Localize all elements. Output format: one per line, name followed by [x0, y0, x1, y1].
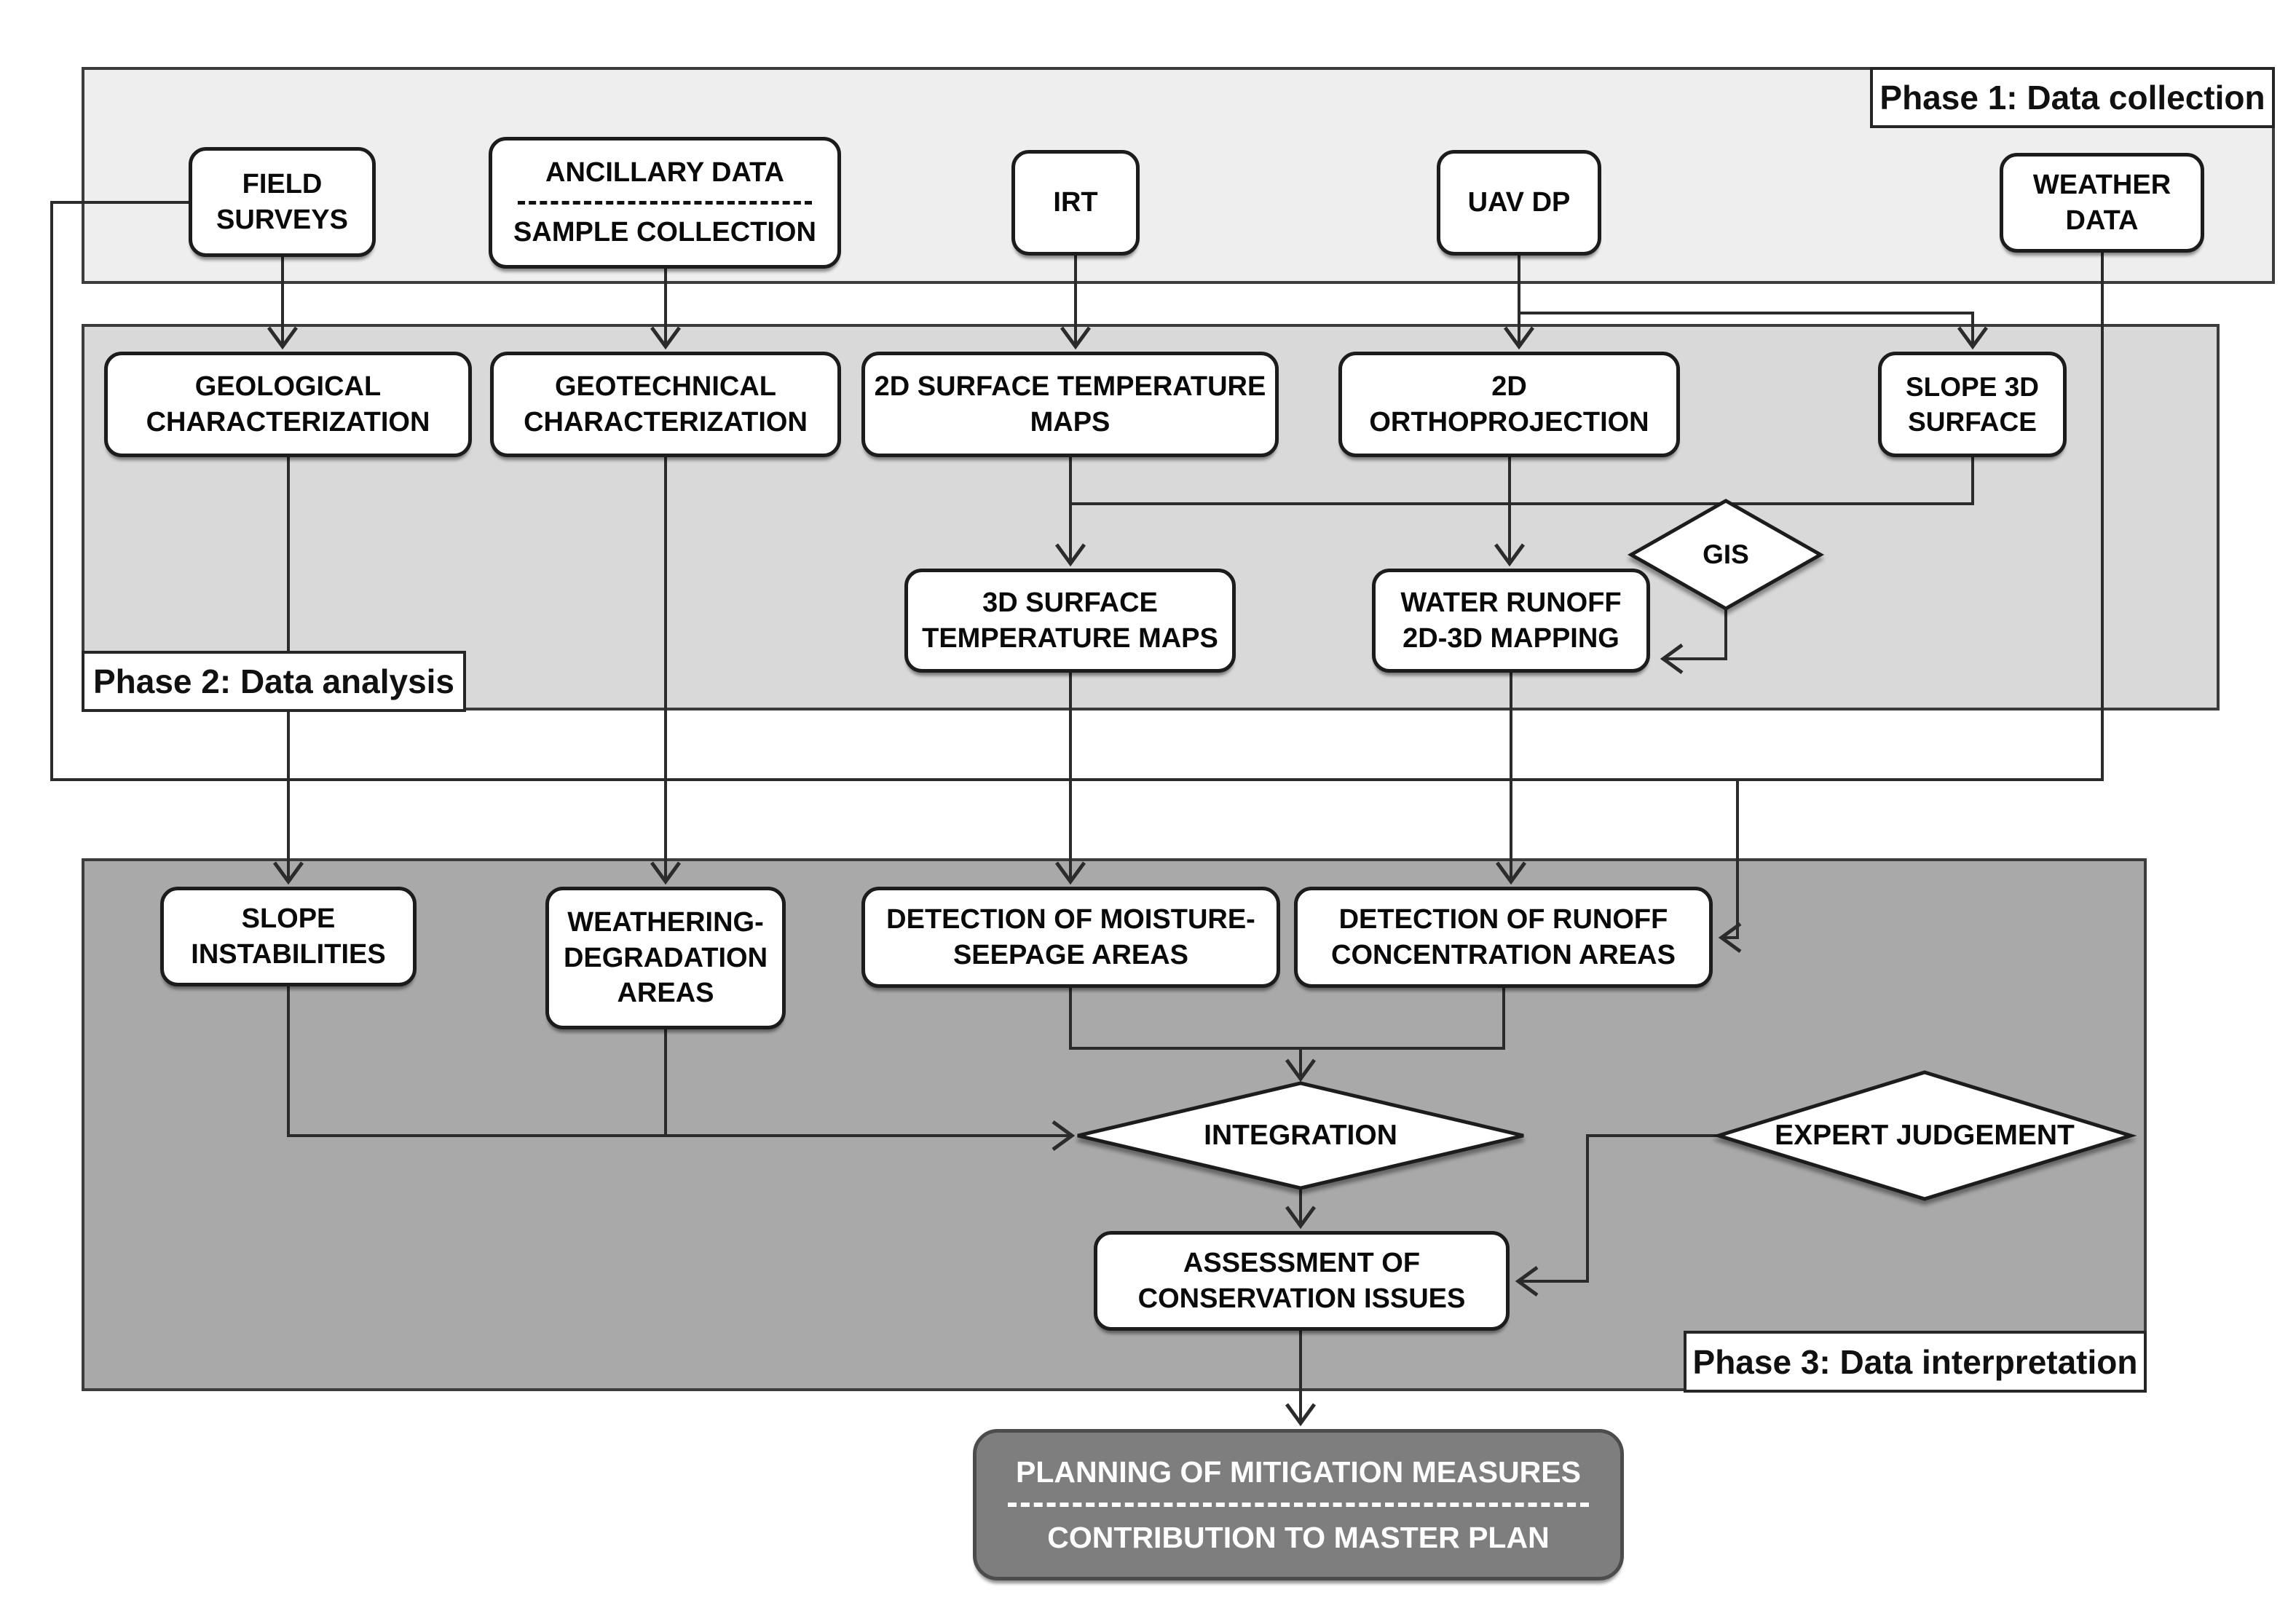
node-ancillary-data: ANCILLARY DATA SAMPLE COLLECTION: [489, 137, 841, 269]
node-geotechnical-characterization: GEOTECHNICAL CHARACTERIZATION: [490, 352, 841, 457]
node-uav-dp: UAV DP: [1437, 150, 1601, 256]
node-2d-temp-label: 2D SURFACE TEMPERATURE MAPS: [874, 371, 1266, 438]
dashed-divider: [518, 201, 812, 205]
node-detection-moisture-seepage: DETECTION OF MOISTURE-SEEPAGE AREAS: [861, 887, 1280, 988]
node-geological-characterization: GEOLOGICAL CHARACTERIZATION: [104, 352, 472, 457]
node-weathering-degradation-areas: WEATHERING-DEGRADATION AREAS: [545, 887, 786, 1029]
phase3-label: Phase 3: Data interpretation: [1684, 1331, 2147, 1393]
node-slope-3d-label: SLOPE 3D SURFACE: [1906, 372, 2039, 437]
gis-diamond-label: GIS: [1703, 539, 1749, 569]
node-ancillary-data-line1: ANCILLARY DATA: [545, 157, 784, 189]
edge-slope-weathering-to-integration: [287, 986, 1076, 1152]
expert-judgement-diamond: [1712, 1070, 2137, 1201]
node-geotechnical-label: GEOTECHNICAL CHARACTERIZATION: [524, 371, 808, 438]
node-geological-label: GEOLOGICAL CHARACTERIZATION: [146, 371, 430, 438]
edge-expert-to-assessment: [1515, 1134, 1719, 1297]
node-weathering-label: WEATHERING-DEGRADATION AREAS: [563, 907, 768, 1009]
node-slope-instabilities: SLOPE INSTABILITIES: [160, 887, 417, 986]
node-2d-surface-temperature-maps: 2D SURFACE TEMPERATURE MAPS: [861, 352, 1279, 457]
node-irt-label: IRT: [1053, 187, 1098, 218]
gis-diamond: [1627, 499, 1825, 611]
expert-judgement-diamond-label: EXPERT JUDGEMENT: [1775, 1119, 2075, 1151]
node-water-runoff-label: WATER RUNOFF 2D-3D MAPPING: [1400, 587, 1622, 654]
node-assessment-label: ASSESSMENT OF CONSERVATION ISSUES: [1137, 1247, 1466, 1314]
phase1-label: Phase 1: Data collection: [1870, 67, 2275, 128]
node-water-runoff-2d-3d-mapping: WATER RUNOFF 2D-3D MAPPING: [1372, 569, 1650, 673]
node-slope-instabilities-label: SLOPE INSTABILITIES: [191, 903, 386, 970]
node-3d-surface-temperature-maps: 3D SURFACE TEMPERATURE MAPS: [904, 569, 1236, 673]
node-runoff-areas-label: DETECTION OF RUNOFF CONCENTRATION AREAS: [1331, 903, 1676, 970]
node-ancillary-data-line2: SAMPLE COLLECTION: [513, 217, 816, 248]
integration-diamond-label: INTEGRATION: [1204, 1119, 1397, 1151]
edge-fieldsurveys-weather-loop: [50, 201, 2104, 781]
node-3d-temp-label: 3D SURFACE TEMPERATURE MAPS: [922, 587, 1218, 654]
node-2d-orthoprojection: 2D ORTHOPROJECTION: [1338, 352, 1680, 457]
node-weather-data-label: WEATHER DATA: [2032, 169, 2171, 236]
edge-loop-to-runoff-areas: [1718, 780, 1742, 954]
node-field-surveys-label: FIELD SURVEYS: [216, 168, 348, 235]
node-field-surveys: FIELD SURVEYS: [189, 147, 376, 257]
edge-uav-to-slope3d: [1519, 312, 1989, 350]
node-irt: IRT: [1011, 150, 1140, 256]
node-planning-line2: CONTRIBUTION TO MASTER PLAN: [1047, 1521, 1550, 1554]
node-2d-ortho-label: 2D ORTHOPROJECTION: [1369, 371, 1649, 438]
node-detection-runoff-concentration: DETECTION OF RUNOFF CONCENTRATION AREAS: [1294, 887, 1713, 988]
node-planning-line1: PLANNING OF MITIGATION MEASURES: [1016, 1454, 1581, 1489]
node-uav-dp-label: UAV DP: [1467, 187, 1571, 218]
node-weather-data: WEATHER DATA: [2000, 153, 2204, 253]
edge-gis-to-waterrunoff: [1660, 609, 1727, 675]
edge-slope3d-merge: [1070, 457, 1974, 505]
dashed-divider-white: [1007, 1503, 1590, 1507]
node-planning-mitigation: PLANNING OF MITIGATION MEASURES CONTRIBU…: [973, 1429, 1624, 1580]
node-slope-3d-surface: SLOPE 3D SURFACE: [1878, 352, 2067, 457]
node-moisture-label: DETECTION OF MOISTURE-SEEPAGE AREAS: [886, 903, 1255, 970]
integration-diamond: [1077, 1081, 1524, 1190]
node-assessment-conservation-issues: ASSESSMENT OF CONSERVATION ISSUES: [1094, 1231, 1510, 1331]
edge-runoffareas-join: [1301, 988, 1505, 1050]
edge-moisture-join: [1069, 988, 1301, 1050]
phase2-label: Phase 2: Data analysis: [82, 651, 466, 712]
